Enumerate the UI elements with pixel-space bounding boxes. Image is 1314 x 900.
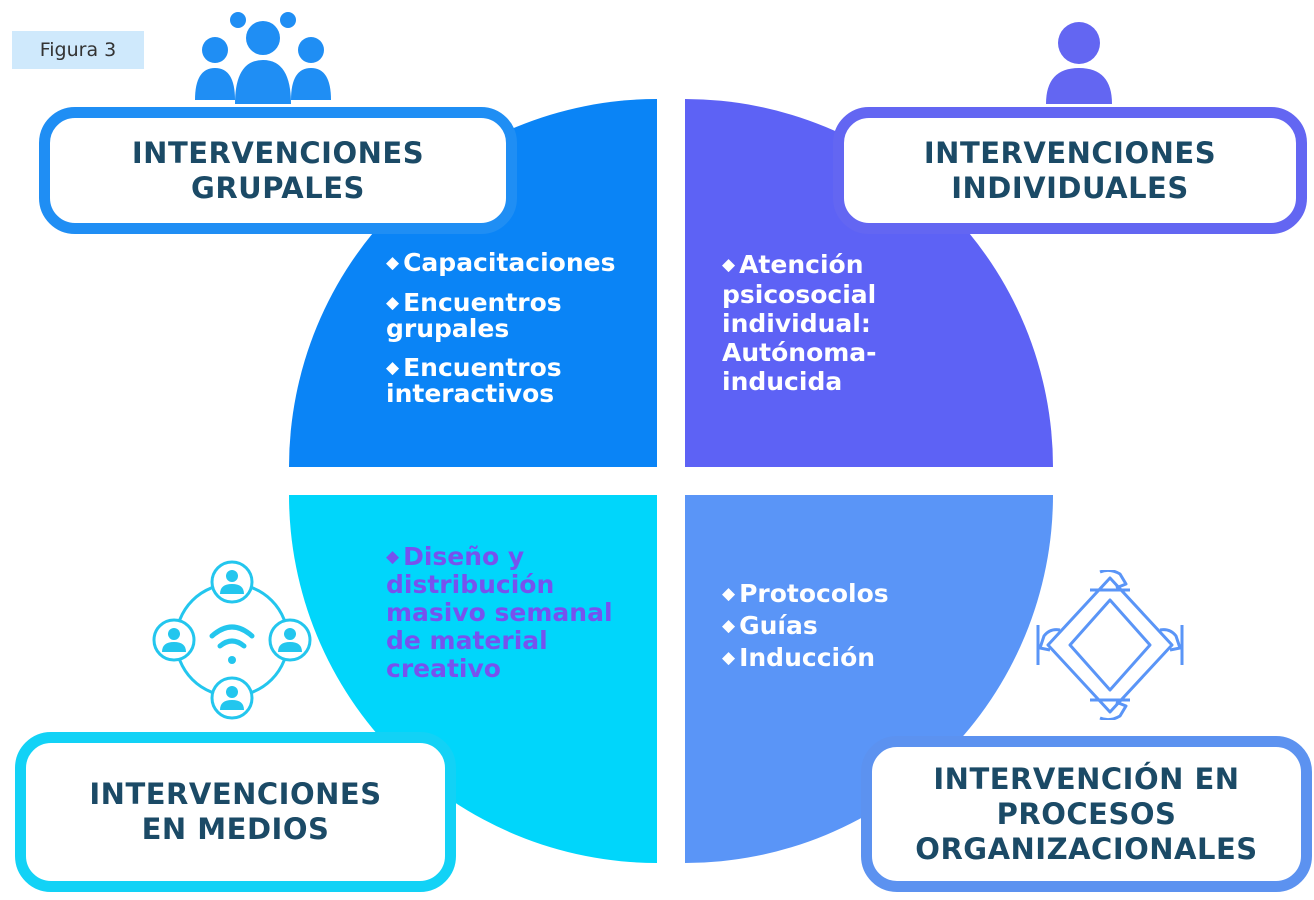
item-text: Diseño y distribución masivo semanal de … (386, 542, 613, 683)
title-medios: INTERVENCIONES EN MEDIOS (15, 732, 456, 892)
list-grupales: ◆Capacitaciones ◆Encuentros grupales ◆En… (386, 250, 656, 420)
list-procesos: ◆Protocolos ◆Guías ◆Inducción (722, 578, 952, 674)
item-text: Guías (739, 611, 818, 640)
diamond-bullet-icon: ◆ (386, 547, 400, 567)
person-icon (1046, 22, 1112, 104)
item-text: Protocolos (739, 579, 889, 608)
list-item: ◆Capacitaciones (386, 250, 656, 276)
title-grupales-line-1: INTERVENCIONES (131, 135, 425, 170)
title-individuales: INTERVENCIONES INDIVIDUALES (833, 107, 1307, 234)
diamond-bullet-icon: ◆ (386, 253, 400, 273)
wifi-network-people-icon (152, 560, 312, 720)
list-item: ◆Inducción (722, 642, 952, 674)
title-individuales-line-2: INDIVIDUALES (951, 170, 1189, 205)
item-text: Capacitaciones (403, 248, 616, 277)
item-text: Encuentros grupales (386, 288, 562, 343)
item-text: Encuentros interactivos (386, 353, 562, 408)
title-medios-line-2: EN MEDIOS (141, 812, 330, 846)
diamond-bullet-icon: ◆ (386, 358, 400, 378)
list-item: ◆Encuentros grupales (386, 290, 656, 341)
title-procesos-line-1: INTERVENCIÓN EN (933, 761, 1240, 796)
quadrant-individuales (685, 99, 1053, 467)
diamond-bullet-icon: ◆ (722, 648, 736, 668)
figure-label: Figura 3 (12, 31, 144, 69)
list-individuales: ◆Atención psicosocial individual: Autóno… (722, 250, 922, 396)
item-text: Inducción (739, 643, 876, 672)
title-medios-line-1: INTERVENCIONES (89, 777, 382, 811)
list-medios: ◆Diseño y distribución masivo semanal de… (386, 543, 656, 683)
list-item: ◆Guías (722, 610, 952, 642)
group-people-icon (195, 12, 331, 104)
title-grupales: INTERVENCIONES GRUPALES (39, 107, 517, 234)
diamond-bullet-icon: ◆ (722, 255, 736, 275)
title-procesos-line-3: ORGANIZACIONALES (915, 831, 1258, 866)
list-item: ◆Diseño y distribución masivo semanal de… (386, 543, 656, 683)
title-procesos: INTERVENCIÓN EN PROCESOS ORGANIZACIONALE… (861, 736, 1312, 892)
diamond-bullet-icon: ◆ (722, 584, 736, 604)
diamond-bullet-icon: ◆ (722, 616, 736, 636)
list-item: ◆Protocolos (722, 578, 952, 610)
list-item: ◆Encuentros interactivos (386, 355, 656, 406)
quadrant-medios (289, 495, 657, 863)
list-item: ◆Atención psicosocial individual: Autóno… (722, 250, 922, 396)
linked-hands-icon (1036, 570, 1184, 720)
diamond-bullet-icon: ◆ (386, 293, 400, 313)
item-text: Atención psicosocial individual: Autónom… (722, 250, 877, 396)
quadrant-procesos (685, 495, 1053, 863)
title-individuales-line-1: INTERVENCIONES (923, 135, 1217, 170)
quadrant-grupales (289, 99, 657, 467)
title-grupales-line-2: GRUPALES (191, 170, 365, 205)
title-procesos-line-2: PROCESOS (996, 796, 1177, 831)
